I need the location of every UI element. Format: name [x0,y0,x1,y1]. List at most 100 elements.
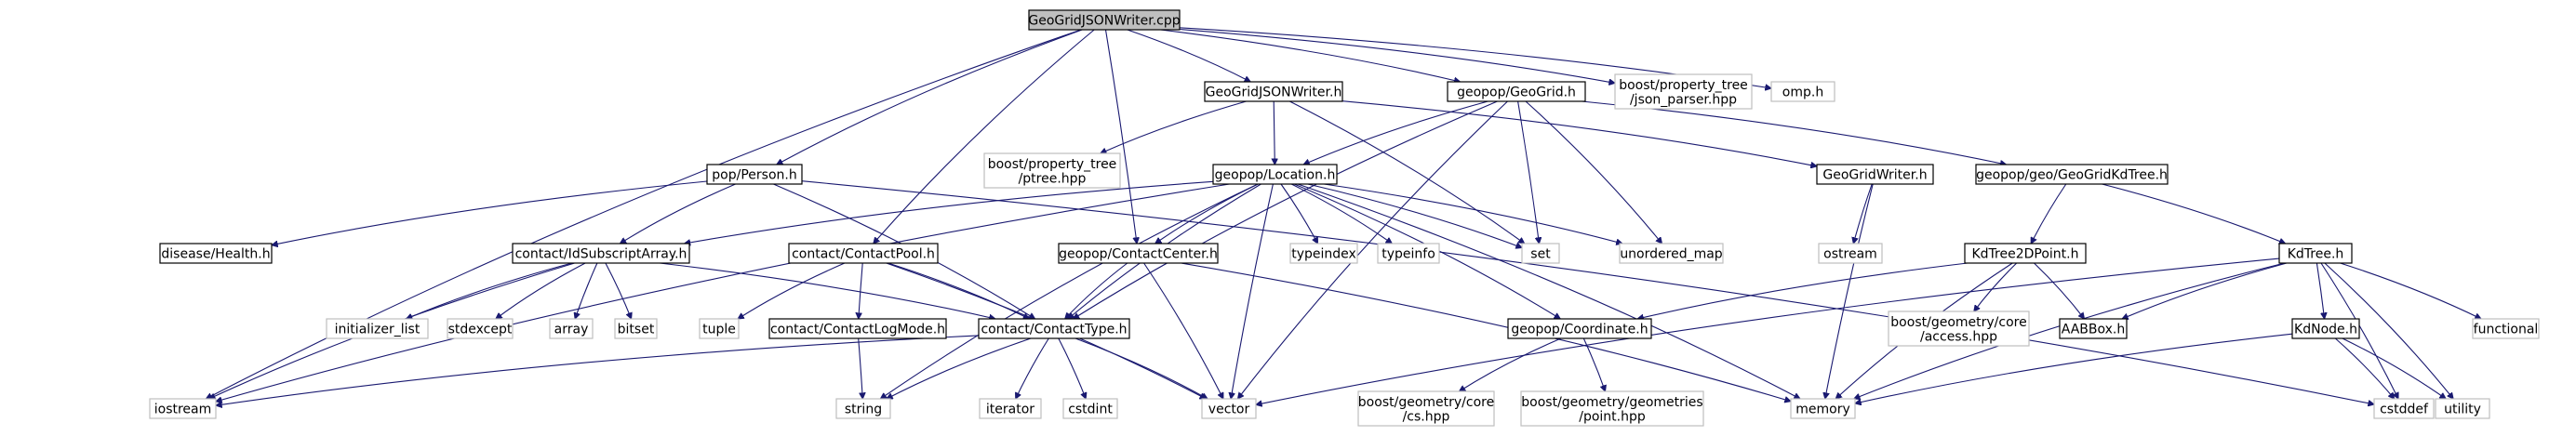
edge-kdtree-to-functional [2340,262,2482,319]
edge-ctype-to-vector [1074,337,1208,399]
node-kdtree[interactable]: KdTree.h [2278,243,2353,264]
node-clogmode[interactable]: contact/ContactLogMode.h [768,318,947,339]
node-point: boost/geometry/geometries/point.hpp [1520,390,1704,427]
edge-cpool-to-ctype [888,262,1030,319]
node-health[interactable]: disease/Health.h [159,243,273,264]
edge-location-to-ccenter [1155,183,1259,244]
node-box [1520,390,1704,427]
edge-ggwriter-to-memory [1825,183,1874,399]
node-box [512,243,690,264]
node-ptree: boost/property_tree/ptree.hpp [983,152,1121,189]
node-ggwriter[interactable]: GeoGridWriter.h [1816,164,1934,185]
node-box [979,398,1042,419]
node-bitset: bitset [614,318,658,339]
node-label: vector [1208,403,1250,417]
edge-idsub-to-bitset [605,262,632,319]
node-label: /ptree.hpp [1019,171,1087,186]
edge-location-to-set [1307,183,1522,248]
edge-ggrid-to-umap [1525,100,1662,244]
node-ggrid[interactable]: geopop/GeoGrid.h [1447,81,1586,102]
node-box [1975,164,2169,185]
edge-kdtree-to-memory [1854,262,2285,399]
edge-ggrid-to-location [1303,100,1488,165]
node-ccenter[interactable]: geopop/ContactCenter.h [1058,243,1219,264]
node-label: functional [2474,323,2539,337]
edge-ctype-to-string [887,337,1032,399]
node-box [2278,243,2353,264]
edge-kdtreeh-to-kd2d [2031,183,2067,244]
edge-location-to-typeindex [1280,183,1318,244]
edge-coord-to-cs [1460,337,1562,391]
node-label: /cs.hpp [1403,409,1450,424]
node-functional: functional [2472,318,2540,339]
node-label: geopop/Coordinate.h [1511,323,1648,337]
edge-person-to-idsub [620,183,736,244]
edge-idsub-to-ctype [660,262,995,319]
node-label: array [554,323,589,337]
node-label: contact/ContactPool.h [792,247,935,262]
node-label: typeinfo [1381,247,1435,262]
node-box [1201,398,1257,419]
node-kdtreeh[interactable]: geopop/geo/GeoGridKdTree.h [1975,164,2169,185]
node-cpool[interactable]: contact/ContactPool.h [788,243,939,264]
node-label: string [845,403,882,417]
node-box [549,318,594,339]
node-box [159,243,273,264]
node-box [2291,318,2360,339]
node-gjw[interactable]: GeoGridJSONWriter.h [1204,81,1343,102]
node-cs: boost/geometry/core/cs.hpp [1357,390,1495,427]
node-cstdint: cstdint [1062,398,1118,419]
node-label: disease/Health.h [161,247,270,262]
node-label: KdTree.h [2288,247,2344,262]
node-box [1818,243,1883,264]
edge-root-to-ggrid [1160,29,1460,82]
node-box [1770,81,1835,102]
node-jsonparser: boost/property_tree/json_parser.hpp [1614,73,1753,110]
node-box [326,318,429,339]
node-aabb[interactable]: AABBox.h [2059,318,2128,339]
edge-kdtreeh-to-kdtree [2102,183,2285,244]
edge-root-to-jsonparser [1179,28,1615,84]
node-typeindex: typeindex [1289,243,1358,264]
node-box [1357,390,1495,427]
node-person[interactable]: pop/Person.h [706,164,803,185]
node-label: /access.hpp [1920,329,1997,344]
node-kdnode[interactable]: KdNode.h [2291,318,2360,339]
node-label: boost/geometry/core [1358,395,1494,410]
node-box [1964,243,2087,264]
node-label: utility [2444,403,2481,417]
edge-ggrid-to-ctype [1074,100,1498,319]
node-label: geopop/Location.h [1215,168,1336,183]
node-kd2d[interactable]: KdTree2DPoint.h [1964,243,2087,264]
edge-kd2d-to-coord [1637,262,1968,319]
edge-clogmode-to-string [858,337,863,399]
node-location[interactable]: geopop/Location.h [1212,164,1338,185]
node-label: cstdint [1068,403,1113,417]
node-label: iostream [154,403,212,417]
edge-ggwriter-to-ostream [1853,183,1873,244]
node-box [1377,243,1440,264]
node-label: bitset [618,323,655,337]
edge-kdtree-to-aabb [2122,262,2288,319]
edge-idsub-to-array [575,262,598,319]
node-root[interactable]: GeoGridJSONWriter.cpp [1028,9,1181,31]
edge-ctype-to-cstdint [1058,337,1086,399]
node-box [2472,318,2540,339]
edge-person-to-health [272,180,708,245]
node-label: stdexcept [448,323,513,337]
node-box [835,398,891,419]
node-memory: memory [1790,398,1856,419]
edge-ggrid-to-kdtreeh [1582,100,2006,165]
edge-cpool-to-clogmode [859,262,863,319]
edge-location-to-typeinfo [1290,183,1392,244]
edge-ccenter-to-vector [1143,262,1223,399]
edge-gjw-to-ggwriter [1341,100,1817,166]
node-box [706,164,803,185]
node-label: set [1530,247,1551,262]
node-ctype[interactable]: contact/ContactType.h [978,318,1130,339]
node-box [1028,9,1181,31]
node-coord[interactable]: geopop/Coordinate.h [1507,318,1652,339]
node-idsub[interactable]: contact/IdSubscriptArray.h [512,243,690,264]
node-typeinfo: typeinfo [1377,243,1440,264]
edge-ccenter-to-memory [1181,262,1791,402]
